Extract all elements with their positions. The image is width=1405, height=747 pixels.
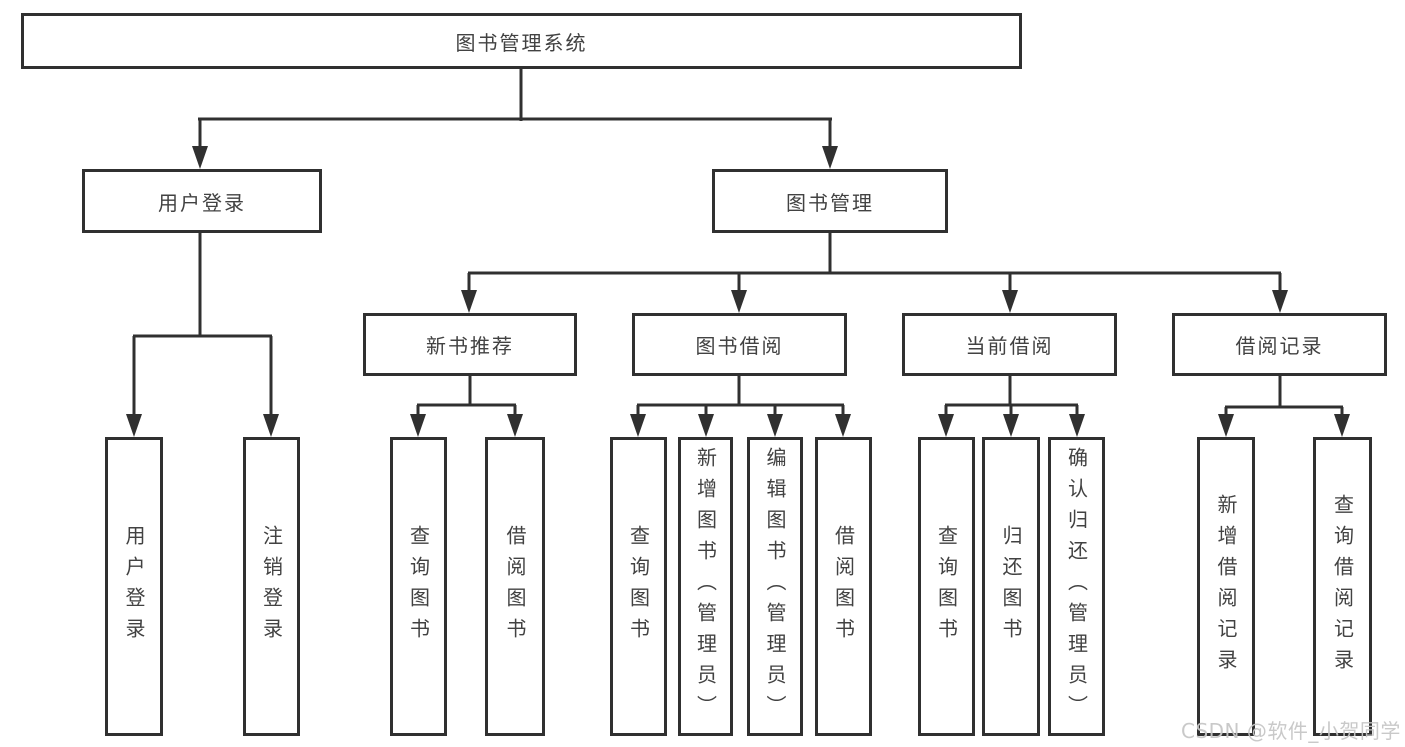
arrowhead-icon: [126, 414, 142, 437]
leaf-recommend-borrow-books: 借阅图书: [485, 437, 545, 736]
leaf-logout: 注销登录: [243, 437, 300, 736]
leaf-user-login: 用户登录: [105, 437, 163, 736]
arrowhead-icon: [1002, 290, 1018, 313]
node-book-management-label: 图书管理: [786, 190, 874, 215]
node-book-borrowing: 图书借阅: [632, 313, 847, 376]
leaf-borrowing-query-books-label: 查询图书: [626, 524, 651, 649]
leaf-records-add-record-label: 新增借阅记录: [1214, 493, 1238, 680]
leaf-borrowing-query-books: 查询图书: [610, 437, 667, 736]
node-borrowing-records-label: 借阅记录: [1235, 334, 1324, 358]
arrowhead-icon: [1218, 414, 1234, 437]
csdn-watermark: CSDN @软件_小贺同学: [1181, 719, 1401, 743]
edge-rec-to-leaves: [416, 374, 517, 420]
edge-records-to-leaves: [1224, 374, 1344, 420]
leaf-current-confirm-return-admin-label: 确认归还（管理员）: [1064, 447, 1089, 726]
leaf-current-return-books-label: 归还图书: [999, 524, 1023, 649]
arrowhead-icon: [507, 414, 523, 437]
arrowhead-icon: [263, 414, 279, 437]
node-root-label: 图书管理系统: [455, 30, 588, 55]
leaf-recommend-borrow-books-label: 借阅图书: [503, 524, 527, 649]
leaf-borrowing-edit-books-admin-label: 编辑图书（管理员）: [763, 447, 787, 726]
node-current-borrowing: 当前借阅: [902, 313, 1117, 376]
arrowhead-icon: [1334, 414, 1350, 437]
leaf-borrowing-borrow-books-label: 借阅图书: [831, 524, 856, 649]
leaf-borrowing-borrow-books: 借阅图书: [815, 437, 872, 736]
leaf-records-query-record-label: 查询借阅记录: [1330, 493, 1355, 680]
edge-current-to-leaves: [944, 374, 1079, 420]
arrowhead-icon: [835, 414, 851, 437]
arrowhead-icon: [461, 290, 477, 313]
node-current-borrowing-label: 当前借阅: [965, 334, 1054, 358]
leaf-borrowing-add-books-admin: 新增图书（管理员）: [678, 437, 733, 736]
leaf-recommend-query-books-label: 查询图书: [406, 524, 431, 649]
leaf-user-login-label: 用户登录: [122, 524, 146, 649]
leaf-current-query-books: 查询图书: [918, 437, 975, 736]
node-book-borrowing-label: 图书借阅: [695, 334, 784, 358]
node-root: 图书管理系统: [21, 13, 1022, 69]
node-new-book-recommend-label: 新书推荐: [426, 334, 514, 358]
arrowheads: [126, 146, 1350, 437]
arrowhead-icon: [630, 414, 646, 437]
node-new-book-recommend: 新书推荐: [363, 313, 577, 376]
leaf-records-add-record: 新增借阅记录: [1197, 437, 1255, 736]
arrowhead-icon: [1003, 414, 1019, 437]
arrowhead-icon: [410, 414, 426, 437]
arrowhead-icon: [731, 290, 747, 313]
edge-root-to-level2: [198, 68, 832, 152]
leaf-current-query-books-label: 查询图书: [934, 524, 959, 649]
node-borrowing-records: 借阅记录: [1172, 313, 1387, 376]
leaf-current-return-books: 归还图书: [982, 437, 1040, 736]
arrowhead-icon: [822, 146, 838, 169]
arrowhead-icon: [767, 414, 783, 437]
leaf-recommend-query-books: 查询图书: [390, 437, 447, 736]
leaf-borrowing-edit-books-admin: 编辑图书（管理员）: [747, 437, 803, 736]
leaf-records-query-record: 查询借阅记录: [1313, 437, 1372, 736]
edge-borrow-to-leaves: [636, 374, 845, 420]
leaf-borrowing-add-books-admin-label: 新增图书（管理员）: [693, 447, 718, 726]
arrowhead-icon: [1069, 414, 1085, 437]
arrowhead-icon: [192, 146, 208, 169]
arrowhead-icon: [938, 414, 954, 437]
edge-userlogin-to-leaves: [132, 231, 273, 420]
node-user-login: 用户登录: [82, 169, 322, 233]
arrowhead-icon: [1272, 290, 1288, 313]
edge-bookmgmt-to-level3: [467, 231, 1282, 296]
leaf-logout-label: 注销登录: [259, 524, 284, 649]
arrowhead-icon: [698, 414, 714, 437]
node-book-management: 图书管理: [712, 169, 948, 233]
node-user-login-label: 用户登录: [158, 190, 246, 215]
leaf-current-confirm-return-admin: 确认归还（管理员）: [1048, 437, 1105, 736]
